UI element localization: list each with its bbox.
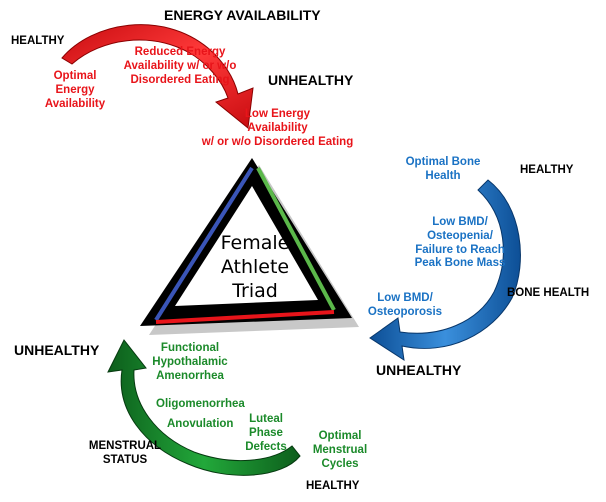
bone-osteoporosis-label: Low BMD/ Osteoporosis	[367, 292, 443, 318]
triangle-right-edge	[256, 167, 336, 311]
menstrual-arrow	[107, 339, 301, 476]
menstrual-unhealthy-label: UNHEALTHY	[14, 342, 100, 358]
energy-optimal-label: Optimal Energy Availability	[44, 70, 106, 110]
bone-healthy-label: HEALTHY	[520, 164, 574, 176]
energy-arrow	[61, 24, 254, 129]
menstrual-title: MENSTRUAL STATUS	[88, 440, 162, 466]
energy-unhealthy-label: UNHEALTHY	[268, 72, 354, 88]
bone-optimal-label: Optimal Bone Health	[405, 156, 481, 182]
menstrual-anovulation-label: Anovulation	[167, 418, 234, 430]
energy-low-label: Low Energy Availability w/ or w/o Disord…	[201, 108, 354, 148]
menstrual-amenorrhea-label: Functional Hypothalamic Amenorrhea	[152, 342, 228, 382]
triangle-left-edge	[154, 166, 254, 322]
bone-title: BONE HEALTH	[507, 287, 590, 299]
triad-triangle	[140, 158, 359, 335]
triad-label-line3: Triad	[232, 279, 278, 302]
menstrual-luteal-label: Luteal Phase Defects	[245, 413, 287, 453]
bone-arrow	[369, 179, 521, 362]
menstrual-optimal-label: Optimal Menstrual Cycles	[312, 430, 368, 470]
energy-title: ENERGY AVAILABILITY	[164, 7, 321, 23]
triad-label: Female Athlete Triad	[205, 232, 305, 303]
triad-label-line2: Athlete	[220, 255, 290, 278]
bone-unhealthy-label: UNHEALTHY	[376, 362, 462, 378]
triangle-base-edge	[155, 310, 335, 324]
energy-reduced-label: Reduced Energy Availability w/ or w/o Di…	[123, 46, 237, 86]
bone-low-bmd-label: Low BMD/ Osteopenia/ Failure to Reach Pe…	[414, 216, 506, 270]
menstrual-oligomenorrhea-label: Oligomenorrhea	[156, 398, 245, 410]
triad-label-line1: Female	[220, 232, 290, 254]
energy-healthy-label: HEALTHY	[11, 35, 65, 47]
menstrual-healthy-label: HEALTHY	[306, 480, 360, 492]
